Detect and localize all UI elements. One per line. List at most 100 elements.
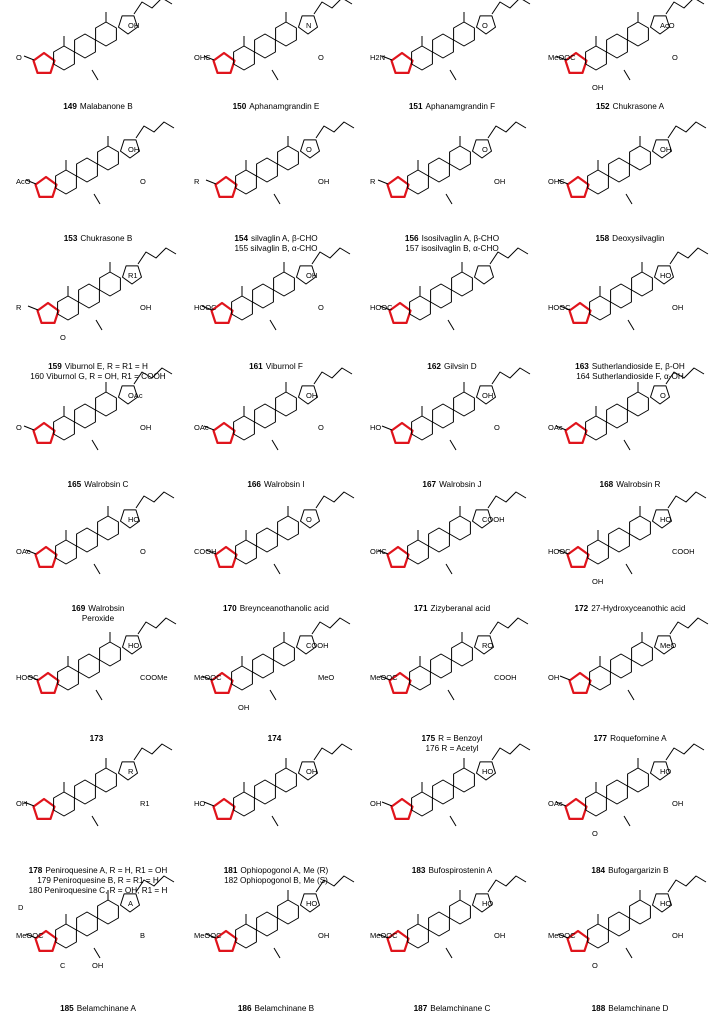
cyclohexane-ring bbox=[235, 169, 257, 195]
cyclohexane-ring bbox=[430, 283, 452, 309]
cyclohexane-ring bbox=[57, 295, 79, 321]
substituent-bond bbox=[273, 947, 281, 959]
molecule-skeleton bbox=[557, 491, 707, 575]
atom-label-oh: OH bbox=[672, 799, 683, 808]
cyclohexane-ring bbox=[627, 767, 649, 793]
cyclohexane-ring bbox=[95, 767, 117, 793]
atom-label-oh: OH bbox=[128, 145, 139, 154]
substituent-bond bbox=[271, 439, 279, 451]
substituent-bond bbox=[25, 179, 37, 185]
cyclohexane-ring bbox=[74, 33, 96, 59]
cyclopentane-ring-d bbox=[298, 15, 318, 35]
cyclopentane-ring-d bbox=[296, 635, 316, 655]
compound-number: 178 bbox=[28, 866, 43, 875]
atom-label-cooh: COOH bbox=[672, 547, 695, 556]
substituent-bond bbox=[201, 675, 213, 681]
cyclopentane-ring-d bbox=[118, 15, 138, 35]
atom-label-ho: HO bbox=[370, 423, 381, 432]
compound-caption: 173 bbox=[8, 734, 188, 744]
substituent-bond bbox=[93, 193, 101, 205]
cyclopentane-ring-d bbox=[654, 265, 674, 285]
atom-label-oh: OH bbox=[482, 391, 493, 400]
cyclopentane-ring-a bbox=[390, 421, 414, 445]
compound-name: R = Benzoyl bbox=[438, 734, 483, 743]
side-chain bbox=[489, 247, 529, 265]
cyclopentane-ring-d bbox=[476, 761, 496, 781]
cyclohexane-ring bbox=[432, 33, 454, 59]
cyclopentane-ring-d bbox=[122, 265, 142, 285]
cyclohexane-ring bbox=[453, 767, 475, 793]
molecule-skeleton bbox=[23, 0, 173, 81]
cyclohexane-ring bbox=[587, 539, 609, 565]
substituent-bond bbox=[555, 801, 567, 807]
compound-note: 179 Peniroquesine B, R = R1 = H bbox=[37, 876, 159, 885]
compound-number: 156 bbox=[404, 234, 419, 243]
side-chain bbox=[133, 0, 173, 15]
cyclohexane-ring bbox=[411, 791, 433, 817]
cyclohexane-ring bbox=[76, 157, 98, 183]
side-chain bbox=[665, 0, 705, 15]
cyclopentane-ring-a bbox=[568, 671, 592, 695]
substituent-bond bbox=[27, 305, 39, 311]
compound-name: Roquefornine A bbox=[610, 734, 667, 743]
cyclohexane-ring bbox=[407, 923, 429, 949]
molecule-skeleton bbox=[381, 367, 531, 451]
compound-name: Isosilvaglin A, β-CHO bbox=[421, 234, 500, 243]
atom-label-meooc: MeOOC bbox=[16, 931, 44, 940]
atom-label-ho: HO bbox=[306, 899, 317, 908]
compound-name: Peniroquesine A, R = H, R1 = OH bbox=[45, 866, 168, 875]
cyclopentane-ring-a bbox=[564, 797, 588, 821]
cyclopentane-ring-a bbox=[390, 51, 414, 75]
molecule-skeleton bbox=[27, 617, 177, 701]
side-chain bbox=[133, 367, 173, 385]
cyclohexane-ring bbox=[256, 911, 278, 937]
cyclohexane-ring bbox=[252, 283, 274, 309]
cyclohexane-ring bbox=[608, 527, 630, 553]
compound-number: 175 bbox=[421, 734, 436, 743]
cyclopentane-ring-d bbox=[122, 635, 142, 655]
atom-label-cooh: COOH bbox=[494, 673, 517, 682]
atom-label-oh: OH bbox=[548, 673, 559, 682]
side-chain bbox=[315, 121, 355, 139]
cyclopentane-ring-a bbox=[564, 421, 588, 445]
compound-name: Belamchinane C bbox=[430, 1004, 491, 1013]
cyclopentane-ring-a bbox=[214, 545, 238, 569]
compound-name: Viburnol E, R = R1 = H bbox=[64, 362, 148, 371]
cyclohexane-ring bbox=[587, 169, 609, 195]
compound-number: 152 bbox=[595, 102, 610, 111]
atom-label-oh: OH bbox=[16, 799, 27, 808]
atom-label-oh: OH bbox=[318, 177, 329, 186]
substituent-bond bbox=[91, 69, 99, 81]
molecule-skeleton bbox=[25, 491, 175, 575]
cyclopentane-ring-a bbox=[210, 671, 234, 695]
compound-number: 173 bbox=[89, 734, 104, 743]
compound-number: 187 bbox=[413, 1004, 428, 1013]
atom-label-r1: R1 bbox=[140, 799, 150, 808]
cyclohexane-ring bbox=[428, 527, 450, 553]
cyclohexane-ring bbox=[254, 403, 276, 429]
cyclohexane-ring bbox=[277, 515, 299, 541]
